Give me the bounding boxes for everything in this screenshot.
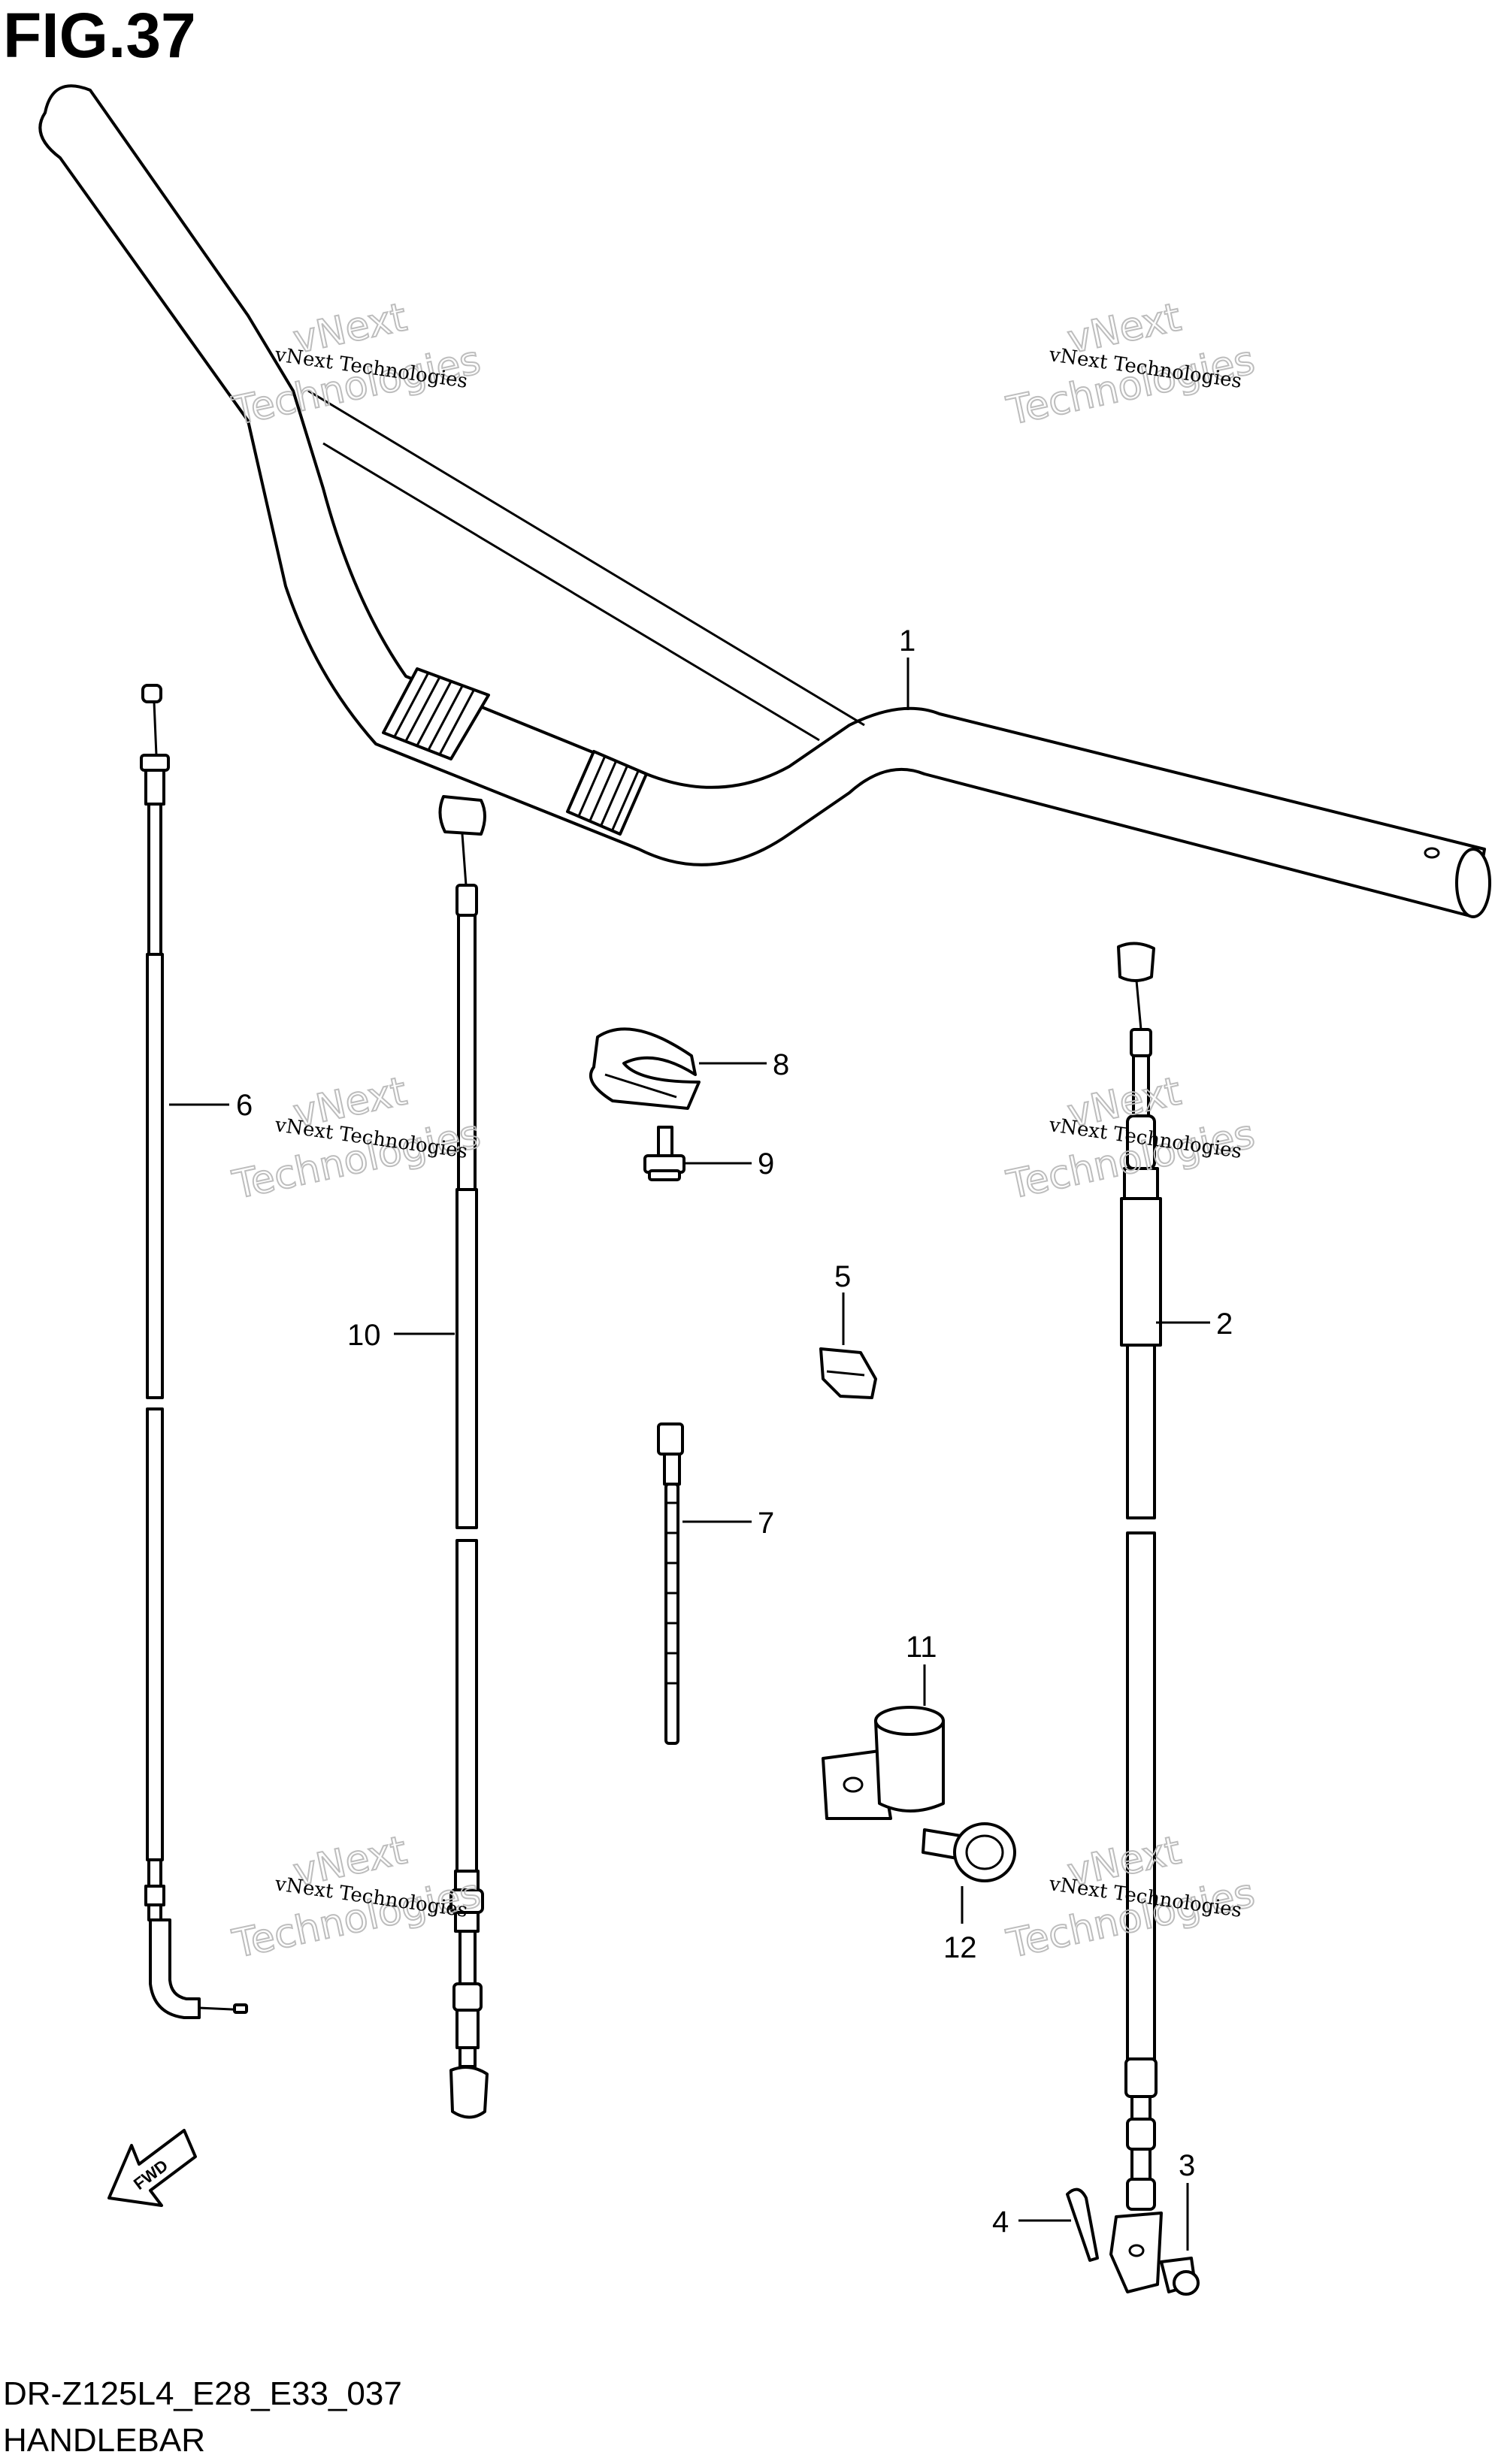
handlebar bbox=[38, 84, 1491, 918]
knurl-left bbox=[382, 667, 490, 760]
callout-8: 8 bbox=[773, 1048, 789, 1081]
bolt-9 bbox=[643, 1126, 685, 1181]
callout-3: 3 bbox=[1179, 2149, 1195, 2182]
fwd-arrow-icon: FWD bbox=[107, 2129, 197, 2207]
callout-11: 11 bbox=[906, 1631, 937, 1664]
bolt-12 bbox=[922, 1822, 1016, 1882]
cable-6 bbox=[140, 684, 249, 2019]
wire-clamp-8 bbox=[589, 1027, 701, 1110]
cable-10 bbox=[438, 795, 489, 2119]
callout-10: 10 bbox=[347, 1319, 381, 1352]
clip-5 bbox=[819, 1347, 877, 1399]
watermark-2: vNext Technologies vNext Technologies bbox=[1002, 294, 1259, 434]
callout-6: 6 bbox=[236, 1089, 253, 1122]
cotter-pin-4 bbox=[1066, 2187, 1099, 2262]
callout-7: 7 bbox=[758, 1507, 774, 1540]
callout-4: 4 bbox=[992, 2206, 1009, 2239]
section-name: HANDLEBAR bbox=[3, 2422, 205, 2459]
callout-1: 1 bbox=[899, 624, 915, 658]
callout-5: 5 bbox=[834, 1260, 851, 1293]
watermark-5: vNext Technologies vNext Technologies bbox=[228, 1827, 485, 1967]
knurl-right bbox=[566, 750, 648, 836]
figure-title: FIG.37 bbox=[3, 0, 196, 71]
cable-tie-7 bbox=[657, 1422, 684, 1745]
clamp-bracket-11 bbox=[822, 1706, 945, 1820]
callout-9: 9 bbox=[758, 1147, 774, 1181]
model-code: DR-Z125L4_E28_E33_037 bbox=[3, 2375, 402, 2412]
callout-12: 12 bbox=[943, 1931, 977, 1964]
watermark-3: vNext Technologies vNext Technologies bbox=[228, 1068, 485, 1208]
clevis-pin-3 bbox=[1160, 2257, 1200, 2296]
cable-2 bbox=[1117, 942, 1162, 2211]
clevis-joint bbox=[1109, 2212, 1163, 2293]
callout-2: 2 bbox=[1216, 1308, 1233, 1341]
